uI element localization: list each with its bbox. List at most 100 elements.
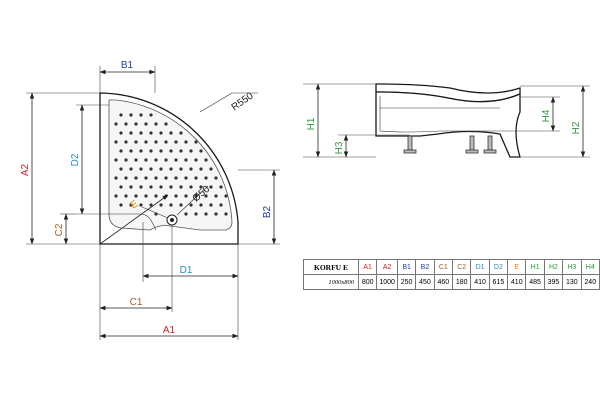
label-h4: H4	[541, 109, 552, 122]
anti-slip-dot	[154, 176, 158, 180]
anti-slip-dot	[154, 158, 158, 162]
anti-slip-dot	[129, 113, 133, 117]
label-radius: R550	[230, 90, 256, 113]
anti-slip-dot	[179, 167, 183, 171]
anti-slip-dot	[204, 176, 208, 180]
anti-slip-dot	[124, 140, 128, 144]
value-c1: 460	[433, 274, 454, 290]
anti-slip-dot	[184, 194, 188, 198]
anti-slip-dot	[179, 131, 183, 135]
col-d2: D2	[488, 259, 509, 275]
anti-slip-dot	[159, 185, 163, 189]
col-c1: C1	[433, 259, 454, 275]
col-c2: C2	[451, 259, 472, 275]
tray-step	[109, 213, 157, 231]
anti-slip-dot	[114, 176, 118, 180]
anti-slip-dots	[114, 113, 228, 216]
side-legs	[403, 135, 497, 154]
anti-slip-dot	[204, 212, 208, 216]
label-d1: D1	[180, 265, 193, 276]
anti-slip-dot	[189, 167, 193, 171]
anti-slip-dot	[154, 194, 158, 198]
anti-slip-dot	[214, 212, 218, 216]
anti-slip-dot	[129, 185, 133, 189]
value-a1: 800	[357, 274, 378, 290]
label-h1: H1	[306, 117, 317, 130]
anti-slip-dot	[159, 131, 163, 135]
anti-slip-dot	[149, 203, 153, 207]
anti-slip-dot	[204, 158, 208, 162]
anti-slip-dot	[179, 149, 183, 153]
col-d1: D1	[470, 259, 490, 275]
anti-slip-dot	[169, 203, 173, 207]
anti-slip-dot	[139, 167, 143, 171]
anti-slip-dot	[209, 167, 213, 171]
side-tray-body	[379, 96, 500, 133]
anti-slip-dot	[209, 203, 213, 207]
anti-slip-dot	[119, 203, 123, 207]
value-h1: 485	[525, 274, 545, 290]
anti-slip-dot	[139, 185, 143, 189]
col-b1: B1	[396, 259, 417, 275]
anti-slip-dot	[124, 176, 128, 180]
anti-slip-dot	[224, 194, 228, 198]
anti-slip-dot	[154, 140, 158, 144]
anti-slip-dot	[189, 149, 193, 153]
anti-slip-dot	[129, 167, 133, 171]
anti-slip-dot	[129, 131, 133, 135]
anti-slip-dot	[189, 185, 193, 189]
anti-slip-dot	[149, 113, 153, 117]
anti-slip-dot	[149, 131, 153, 135]
label-d2: D2	[70, 153, 81, 166]
anti-slip-dot	[214, 194, 218, 198]
col-b2: B2	[415, 259, 435, 275]
anti-slip-dot	[159, 149, 163, 153]
anti-slip-dot	[119, 149, 123, 153]
anti-slip-dot	[119, 131, 123, 135]
value-h3: 130	[562, 274, 582, 290]
value-b1: 250	[396, 274, 417, 290]
anti-slip-dot	[194, 158, 198, 162]
anti-slip-dot	[174, 140, 178, 144]
anti-slip-dot	[159, 203, 163, 207]
anti-slip-dot	[114, 194, 118, 198]
dim-e-line	[99, 194, 169, 245]
value-d2: 615	[488, 274, 509, 290]
anti-slip-dot	[169, 185, 173, 189]
col-h1: H1	[525, 259, 545, 275]
anti-slip-dot	[214, 176, 218, 180]
anti-slip-dot	[134, 158, 138, 162]
anti-slip-dot	[199, 149, 203, 153]
label-c2: C2	[54, 223, 65, 236]
side-view: H1 H3 H4 H2	[303, 83, 590, 158]
spec-value-row: 1000x800 800 1000 250 450 460 180 410 61…	[303, 274, 600, 290]
model-name: KORFU E	[303, 259, 359, 275]
anti-slip-dot	[189, 203, 193, 207]
anti-slip-dot	[159, 167, 163, 171]
anti-slip-dot	[114, 140, 118, 144]
col-h3: H3	[562, 259, 582, 275]
e-guide	[141, 206, 169, 219]
anti-slip-dot	[174, 158, 178, 162]
top-view: B1 A2 D2 C2 B2 D1 C1 A1 E Ø50 R550	[20, 60, 280, 340]
side-apron	[375, 91, 521, 158]
anti-slip-dot	[139, 131, 143, 135]
label-b1: B1	[121, 60, 134, 71]
anti-slip-dot	[194, 176, 198, 180]
anti-slip-dot	[139, 113, 143, 117]
anti-slip-dot	[119, 167, 123, 171]
model-size: 1000x800	[303, 274, 359, 290]
anti-slip-dot	[144, 176, 148, 180]
anti-slip-dot	[144, 194, 148, 198]
anti-slip-dot	[209, 185, 213, 189]
col-a1: A1	[357, 259, 378, 275]
anti-slip-dot	[129, 203, 133, 207]
label-c1: C1	[130, 297, 143, 308]
anti-slip-dot	[169, 167, 173, 171]
value-e: 410	[507, 274, 527, 290]
label-h2: H2	[571, 121, 582, 134]
anti-slip-dot	[184, 140, 188, 144]
anti-slip-dot	[179, 203, 183, 207]
anti-slip-dot	[164, 158, 168, 162]
